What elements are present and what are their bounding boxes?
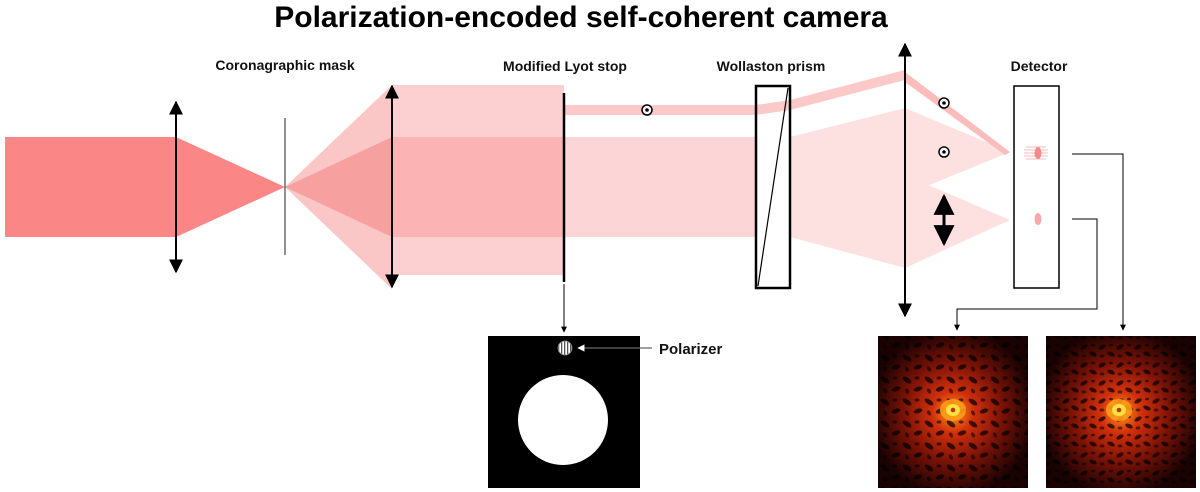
page-title: Polarization-encoded self-coherent camer…: [274, 1, 888, 34]
label-coronagraphic-mask: Coronagraphic mask: [215, 57, 354, 73]
polarizer-pinhole: [557, 340, 573, 356]
focus-upper: [905, 108, 1010, 195]
lyot-main-beam: [564, 137, 756, 237]
detector-spot-lower: [1034, 213, 1042, 225]
detector-frame: [1013, 85, 1060, 289]
label-modified-lyot-stop: Modified Lyot stop: [503, 58, 627, 74]
focus-lower: [905, 175, 1010, 268]
label-detector: Detector: [1011, 58, 1068, 74]
pupil-opening: [518, 375, 608, 465]
connector-lower-spot: [954, 218, 1098, 331]
detector-image-left: [878, 336, 1028, 488]
converging-beam: [176, 137, 285, 237]
reference-focus: [905, 72, 1010, 155]
wollaston-branch-lower: [790, 137, 905, 268]
detector-spot-upper: [1024, 146, 1048, 160]
reference-beam: [564, 70, 905, 115]
input-beam: [5, 137, 176, 237]
diverging-beam: [285, 137, 392, 237]
beam-paths: [5, 70, 1010, 289]
collimated-core: [392, 137, 564, 237]
circled-dot-icon: [938, 146, 950, 158]
lyot-stop-inset: [488, 336, 640, 488]
circled-dot-icon: [641, 104, 653, 116]
detector-image-right: [1046, 336, 1196, 488]
wollaston-prism: [754, 84, 792, 290]
connector-upper-spot: [1072, 153, 1126, 331]
circled-dot-icon: [938, 97, 950, 109]
label-polarizer: Polarizer: [659, 341, 723, 358]
label-wollaston-prism: Wollaston prism: [717, 58, 826, 74]
